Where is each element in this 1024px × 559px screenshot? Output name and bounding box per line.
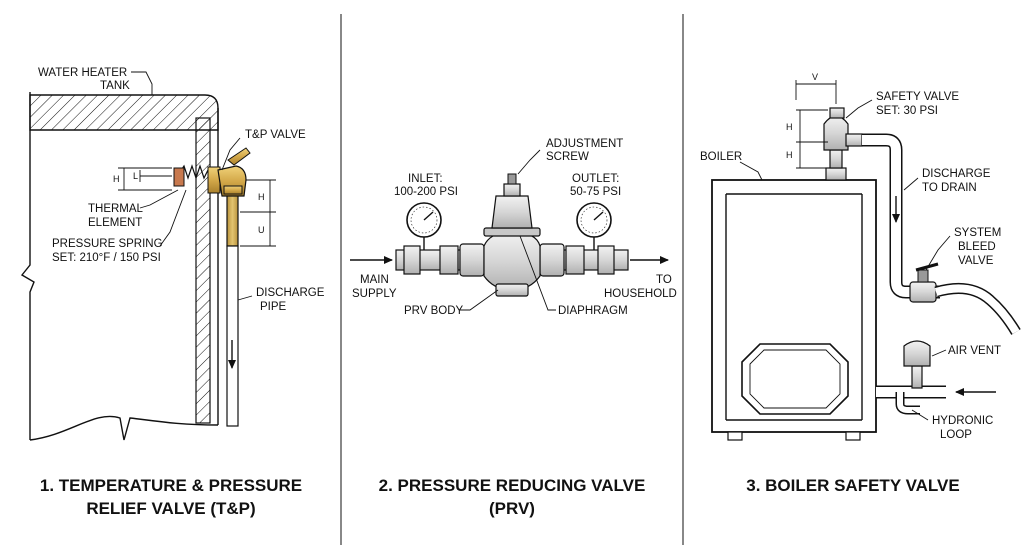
bleed-valve (909, 281, 937, 303)
label-safety-setting: SET: 30 PSI (876, 105, 938, 117)
label-element: ELEMENT (88, 217, 142, 229)
air-vent (903, 340, 931, 367)
dim-l: L (133, 171, 138, 181)
label-screw: SCREW (546, 151, 589, 163)
safety-valve-body (823, 115, 849, 151)
label-adjustment: ADJUSTMENT (546, 138, 623, 150)
adjustment-screw (507, 173, 517, 185)
dim-h-left: H (113, 174, 120, 184)
burner-panel (741, 343, 849, 415)
label-spring-setting: SET: 210°F / 150 PSI (52, 252, 161, 264)
caption-boiler: 3. BOILER SAFETY VALVE (746, 476, 959, 495)
discharge-pipe-brass (226, 189, 239, 247)
label-safety-valve: SAFETY VALVE (876, 91, 959, 103)
label-supply: SUPPLY (352, 288, 397, 300)
label-tp-valve: T&P VALVE (245, 129, 306, 141)
tank-top-insulation (29, 94, 219, 131)
label-diaphragm: DIAPHRAGM (558, 305, 628, 317)
thermal-element (173, 167, 185, 187)
dim-h-right: H (258, 192, 265, 202)
label-prv-body: PRV BODY (404, 305, 464, 317)
tank-break-line (29, 415, 219, 441)
caption-tp-line1: 1. TEMPERATURE & PRESSURE (40, 476, 302, 495)
label-tank: TANK (100, 80, 130, 92)
label-boiler: BOILER (700, 151, 742, 163)
caption-prv-line1: 2. PRESSURE REDUCING VALVE (379, 476, 646, 495)
label-thermal: THERMAL (88, 203, 144, 215)
label-pipe: PIPE (260, 301, 287, 313)
label-inlet: INLET: (408, 173, 443, 185)
panel-prv: ADJUSTMENT SCREW INLET: 100-200 PSI OUTL… (350, 138, 677, 518)
label-hydronic: HYDRONIC (932, 415, 993, 427)
label-discharge: DISCHARGE (256, 287, 325, 299)
tank-left-wall (20, 92, 35, 440)
label-loop: LOOP (940, 429, 972, 441)
caption-tp-line2: RELIEF VALVE (T&P) (86, 499, 255, 518)
label-bleed: BLEED (958, 241, 996, 253)
prv-body (483, 231, 541, 291)
pressure-spring (179, 164, 209, 180)
dim-v: V (812, 72, 818, 82)
prv-diaphragm (483, 227, 541, 237)
label-system: SYSTEM (954, 227, 1001, 239)
label-to: TO (656, 274, 672, 286)
label-main: MAIN (360, 274, 389, 286)
panel-tp-valve: H L H U WATER HEATER TANK T&P VALVE THER… (20, 67, 325, 518)
label-discharge: DISCHARGE (922, 168, 991, 180)
prv-bonnet (491, 195, 533, 229)
label-household: HOUSEHOLD (604, 288, 677, 300)
dim-h-lower: H (786, 150, 793, 160)
label-inlet-range: 100-200 PSI (394, 186, 458, 198)
label-outlet-range: 50-75 PSI (570, 186, 621, 198)
label-pressure-spring: PRESSURE SPRING (52, 238, 163, 250)
discharge-pipe (226, 245, 239, 427)
label-water-heater: WATER HEATER (38, 67, 127, 79)
label-air-vent: AIR VENT (948, 345, 1001, 357)
panel-boiler: V H H SAFETY VALVE SET: 30 PSI BOILER DI… (700, 72, 1021, 495)
label-valve: VALVE (958, 255, 994, 267)
tank-side-insulation (195, 117, 211, 424)
dim-h-upper: H (786, 122, 793, 132)
label-to-drain: TO DRAIN (922, 182, 977, 194)
dim-u: U (258, 225, 265, 235)
label-outlet: OUTLET: (572, 173, 619, 185)
caption-prv-line2: (PRV) (489, 499, 535, 518)
